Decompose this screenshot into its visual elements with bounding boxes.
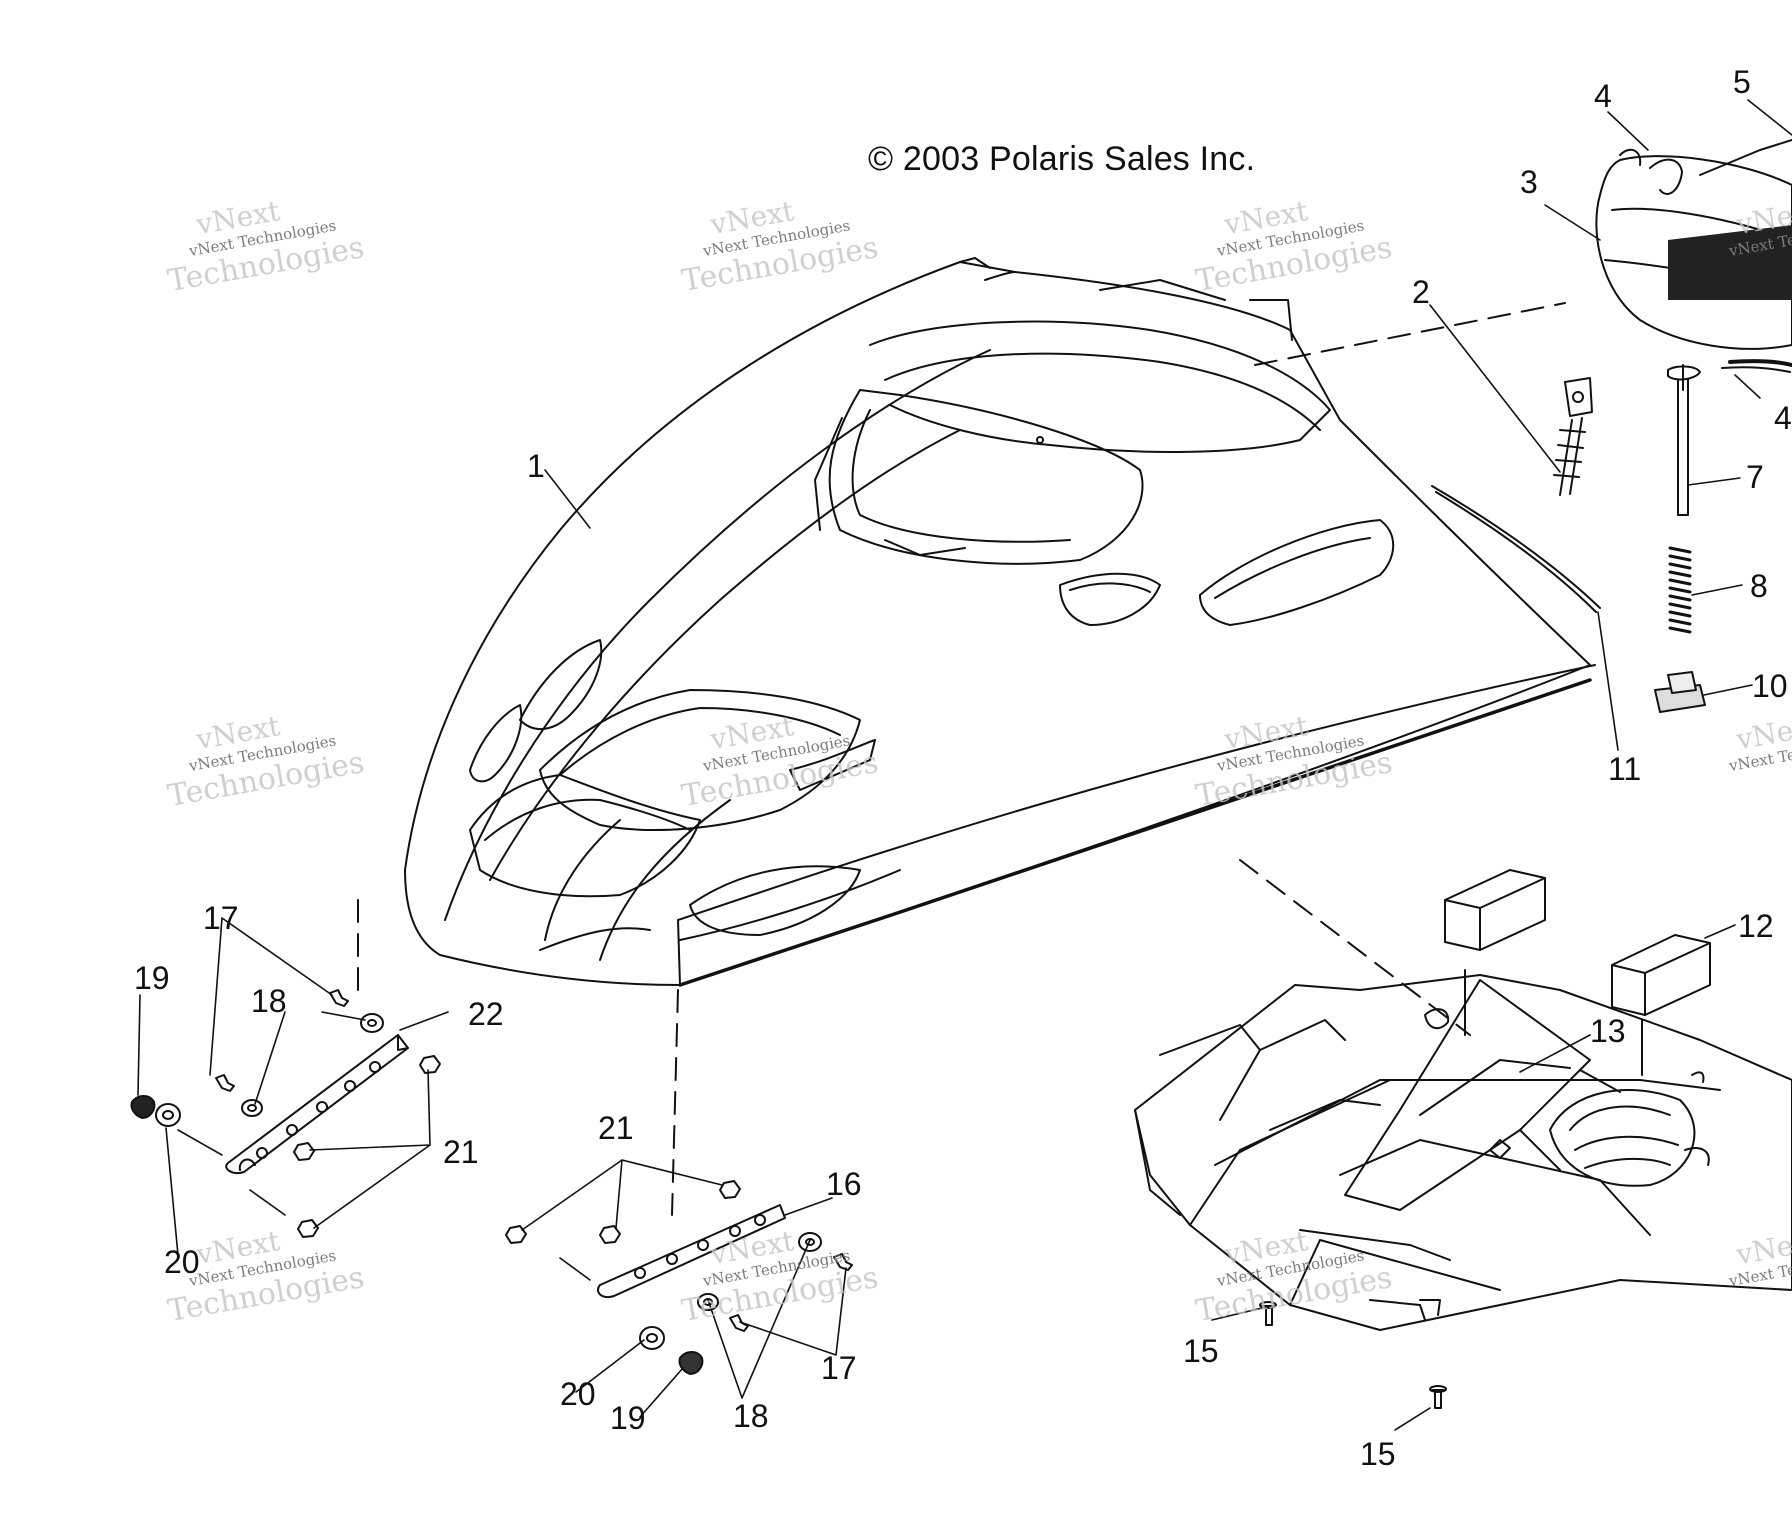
windshield — [1595, 139, 1792, 373]
copyright-notice: © 2003 Polaris Sales Inc. — [868, 140, 1256, 178]
callout-3: 3 — [1520, 164, 1538, 200]
callout-18-right: 18 — [733, 1398, 769, 1434]
hardware — [130, 989, 853, 1375]
callout-13: 13 — [1590, 1013, 1626, 1049]
callout-15-left: 15 — [1183, 1333, 1219, 1369]
callout-8: 8 — [1750, 568, 1768, 604]
callout-5: 5 — [1733, 64, 1751, 100]
callout-19-right: 19 — [610, 1400, 646, 1436]
callout-2: 2 — [1412, 274, 1430, 310]
callout-21-center: 21 — [598, 1110, 634, 1146]
callout-19-left: 19 — [134, 960, 170, 996]
screws-part-15 — [1259, 1301, 1447, 1409]
callout-11: 11 — [1608, 751, 1642, 787]
callout-12: 12 — [1738, 908, 1774, 944]
callout-4-top: 4 — [1594, 78, 1612, 114]
bracket-part-22 — [225, 1034, 409, 1174]
callout-17-right: 17 — [821, 1350, 857, 1386]
callout-20-right: 20 — [560, 1376, 596, 1412]
spring-part-8 — [1668, 546, 1692, 634]
callout-15-bottom: 15 — [1360, 1436, 1396, 1472]
callout-22: 22 — [468, 996, 504, 1032]
callout-18-left: 18 — [251, 983, 287, 1019]
assembly-dash-lines — [357, 302, 1684, 1216]
trim-strip-part-11 — [1431, 485, 1601, 613]
leader-lines — [137, 99, 1792, 1431]
foam-blocks-part-12 — [1444, 869, 1711, 1016]
callout-17-left: 17 — [203, 900, 239, 936]
bracket-part-16 — [596, 1204, 786, 1298]
callout-4-side: 4 — [1774, 400, 1792, 436]
callout-7: 7 — [1746, 459, 1764, 495]
callout-21-left: 21 — [443, 1134, 479, 1170]
hood — [404, 257, 1596, 987]
belly-pan-part-13 — [1134, 974, 1792, 1331]
cable-part-2 — [1553, 377, 1593, 496]
callout-1: 1 — [527, 448, 545, 484]
pin-part-7 — [1667, 365, 1701, 516]
callout-16: 16 — [826, 1166, 862, 1202]
callout-10: 10 — [1752, 668, 1788, 704]
knob-part-10 — [1654, 671, 1706, 713]
callout-20-left: 20 — [164, 1244, 200, 1280]
